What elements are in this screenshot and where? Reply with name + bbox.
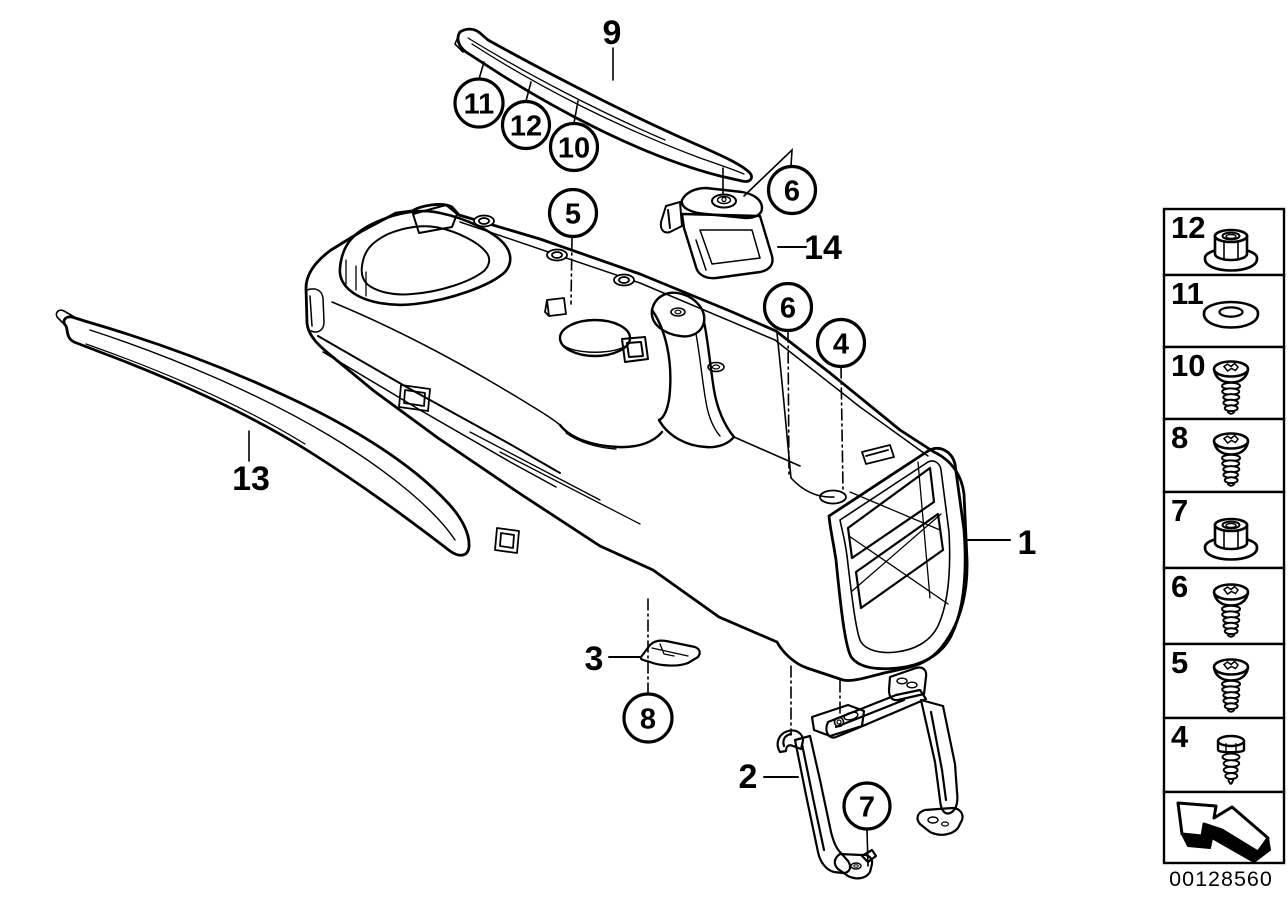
svg-text:6[interactable]: 6	[1171, 569, 1188, 604]
legend-item-12[interactable]: 12	[1162, 207, 1286, 277]
part-label-13[interactable]: 13	[232, 460, 270, 498]
svg-text:10[interactable]: 10	[1171, 348, 1205, 383]
svg-text:8[interactable]: 8	[1171, 420, 1188, 455]
svg-text:12[interactable]: 12	[510, 111, 542, 143]
svg-text:10[interactable]: 10	[558, 133, 590, 165]
svg-text:11[interactable]: 11	[464, 89, 495, 121]
washer-icon	[1202, 300, 1260, 329]
legend-item-11[interactable]: 11	[1162, 273, 1286, 349]
part-label-2[interactable]: 2	[739, 758, 758, 796]
legend-item-6[interactable]: 6	[1162, 566, 1286, 646]
svg-text:5[interactable]: 5	[565, 199, 581, 231]
console-body-drawing	[304, 203, 969, 682]
rear-trim-strip-drawing	[454, 27, 753, 183]
callout-6-upper[interactable]: 6	[766, 164, 818, 216]
part-label-14[interactable]: 14	[804, 229, 842, 267]
part-label-1[interactable]: 1	[1018, 524, 1037, 562]
part-label-9[interactable]: 9	[603, 14, 622, 52]
legend-item-8[interactable]: 8	[1162, 417, 1286, 494]
callout-10[interactable]: 10	[548, 121, 600, 173]
legend-item-7[interactable]: 7	[1162, 490, 1286, 570]
svg-text:4[interactable]: 4	[833, 329, 849, 361]
svg-text:6[interactable]: 6	[784, 176, 800, 208]
svg-text:12[interactable]: 12	[1171, 210, 1205, 245]
part-labels: 9 14 1 13 3 2	[232, 14, 1036, 796]
callout-11[interactable]: 11	[453, 77, 505, 129]
svg-text:6[interactable]: 6	[780, 293, 796, 325]
front-trim-strip-drawing	[55, 309, 471, 557]
callout-7[interactable]: 7	[842, 781, 892, 831]
fastener-legend: 12 11 10 8 7 6 5	[1162, 207, 1286, 865]
callout-6-lower[interactable]: 6	[762, 281, 814, 333]
svg-text:8[interactable]: 8	[640, 704, 656, 736]
legend-item-10[interactable]: 10	[1162, 345, 1286, 421]
legend-direction-arrow-box	[1162, 790, 1286, 865]
svg-text:7[interactable]: 7	[859, 792, 875, 824]
svg-text:5[interactable]: 5	[1171, 645, 1188, 680]
drawing-number: 00128560	[1169, 867, 1273, 891]
callout-8[interactable]: 8	[622, 692, 674, 744]
svg-text:7[interactable]: 7	[1171, 493, 1188, 528]
callout-4[interactable]: 4	[815, 317, 867, 369]
callout-12[interactable]: 12	[500, 99, 552, 151]
svg-text:4[interactable]: 4	[1171, 719, 1189, 754]
circled-callouts: 11 12 10 5 6 6 4 8	[453, 77, 892, 831]
callout-5[interactable]: 5	[547, 187, 599, 239]
part-label-3[interactable]: 3	[585, 640, 604, 678]
legend-item-5[interactable]: 5	[1162, 642, 1286, 720]
legend-item-4[interactable]: 4	[1162, 716, 1286, 794]
mounting-frame-drawing	[776, 666, 964, 880]
switch-bracket-drawing	[659, 186, 774, 280]
svg-text:11[interactable]: 11	[1171, 276, 1204, 311]
clamp-bracket-drawing	[639, 639, 701, 667]
leader-lines	[248, 47, 1011, 867]
direction-arrow-icon	[1176, 801, 1271, 863]
